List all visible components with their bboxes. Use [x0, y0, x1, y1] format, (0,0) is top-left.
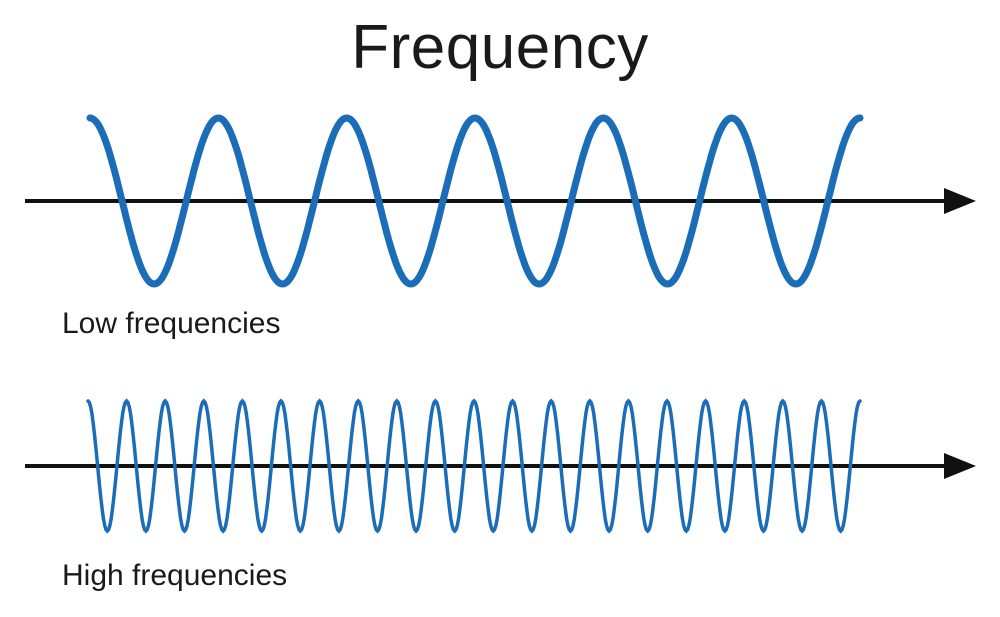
high-wave-arrowhead-icon [944, 453, 976, 479]
low-frequency-group: Low frequencies [25, 114, 976, 340]
high-wave-path [86, 398, 862, 534]
high-frequency-group: High frequencies [25, 398, 976, 592]
diagram-title: Frequency [351, 13, 648, 82]
low-wave-arrowhead-icon [944, 188, 976, 214]
high-wave-label: High frequencies [62, 559, 287, 592]
low-wave-label: Low frequencies [62, 307, 280, 340]
low-wave-path [86, 114, 864, 288]
